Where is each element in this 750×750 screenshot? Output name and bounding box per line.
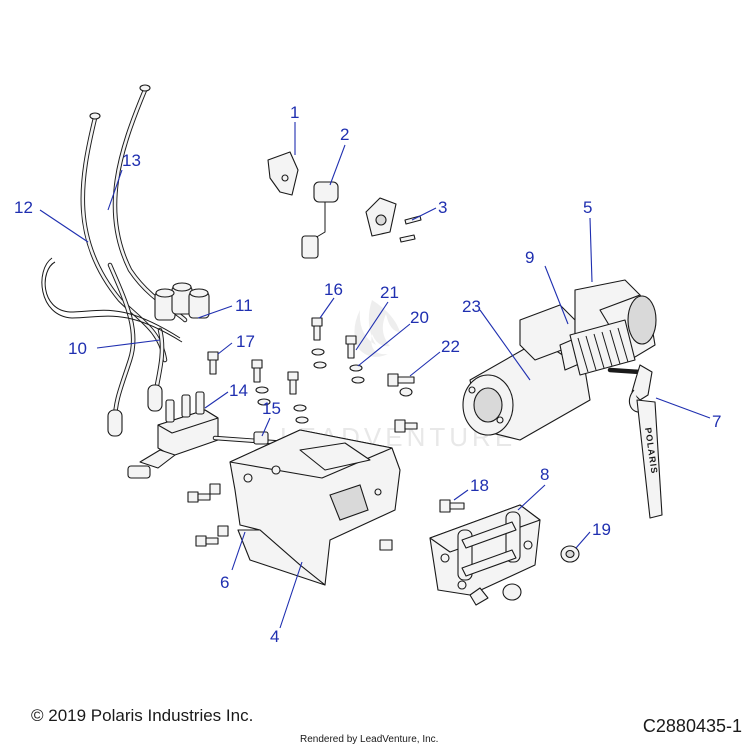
part-4-mount-bracket-icon <box>229 429 401 586</box>
callout-4: 4 <box>270 627 279 646</box>
callout-23: 23 <box>462 297 481 316</box>
ring-terminal-icon <box>139 84 151 92</box>
cable-tie-icon <box>44 261 181 339</box>
callout-21: 21 <box>380 283 399 302</box>
document-number: C2880435-1 <box>642 716 742 736</box>
callout-12: 12 <box>14 198 33 217</box>
copyright-text: © 2019 Polaris Industries Inc. <box>31 706 254 725</box>
part-8-fairlead-icon <box>429 504 541 606</box>
callout-8: 8 <box>540 465 549 484</box>
callout-17: 17 <box>236 332 255 351</box>
rendered-by-text: Rendered by LeadVenture, Inc. <box>300 734 439 745</box>
callout-5: 5 <box>583 198 592 217</box>
watermark-flame-icon <box>354 300 400 357</box>
callout-14: 14 <box>229 381 248 400</box>
callout-7: 7 <box>712 412 721 431</box>
callout-2: 2 <box>340 125 349 144</box>
callout-9: 9 <box>525 248 534 267</box>
callout-22: 22 <box>441 337 460 356</box>
terminal-boot-icon <box>107 409 123 437</box>
part-7-hook-strap-icon: POLARIS <box>607 364 663 519</box>
callout-6: 6 <box>220 573 229 592</box>
callout-13: 13 <box>122 151 141 170</box>
terminal-boot-icon <box>147 384 163 412</box>
part-19-nut-icon <box>560 545 580 563</box>
callout-1: 1 <box>290 103 299 122</box>
part-9-drum-icon <box>569 319 636 376</box>
part-14-solenoid-icon <box>127 391 219 479</box>
part-2-sensor-icon <box>301 181 339 259</box>
callout-19: 19 <box>592 520 611 539</box>
part-1-bracket-icon <box>267 151 299 196</box>
callout-16: 16 <box>324 280 343 299</box>
callout-20: 20 <box>410 308 429 327</box>
wiring-harness <box>41 84 210 437</box>
nut-icon <box>502 583 522 601</box>
part-18-bolt-icon <box>439 499 465 513</box>
ring-terminal-icon <box>89 112 101 120</box>
callout-numbers: 1 2 3 4 5 6 7 8 9 10 11 12 13 14 15 16 1… <box>14 103 721 646</box>
harness-connector-icon <box>154 282 210 321</box>
part-3-bracket-icon <box>365 197 422 243</box>
callout-15: 15 <box>262 399 281 418</box>
callout-10: 10 <box>68 339 87 358</box>
callout-11: 11 <box>235 296 253 315</box>
leader-lines <box>39 122 711 629</box>
part-23-motor-icon <box>462 339 591 441</box>
hardware-bolts <box>187 317 418 551</box>
callout-3: 3 <box>438 198 447 217</box>
callout-18: 18 <box>470 476 489 495</box>
